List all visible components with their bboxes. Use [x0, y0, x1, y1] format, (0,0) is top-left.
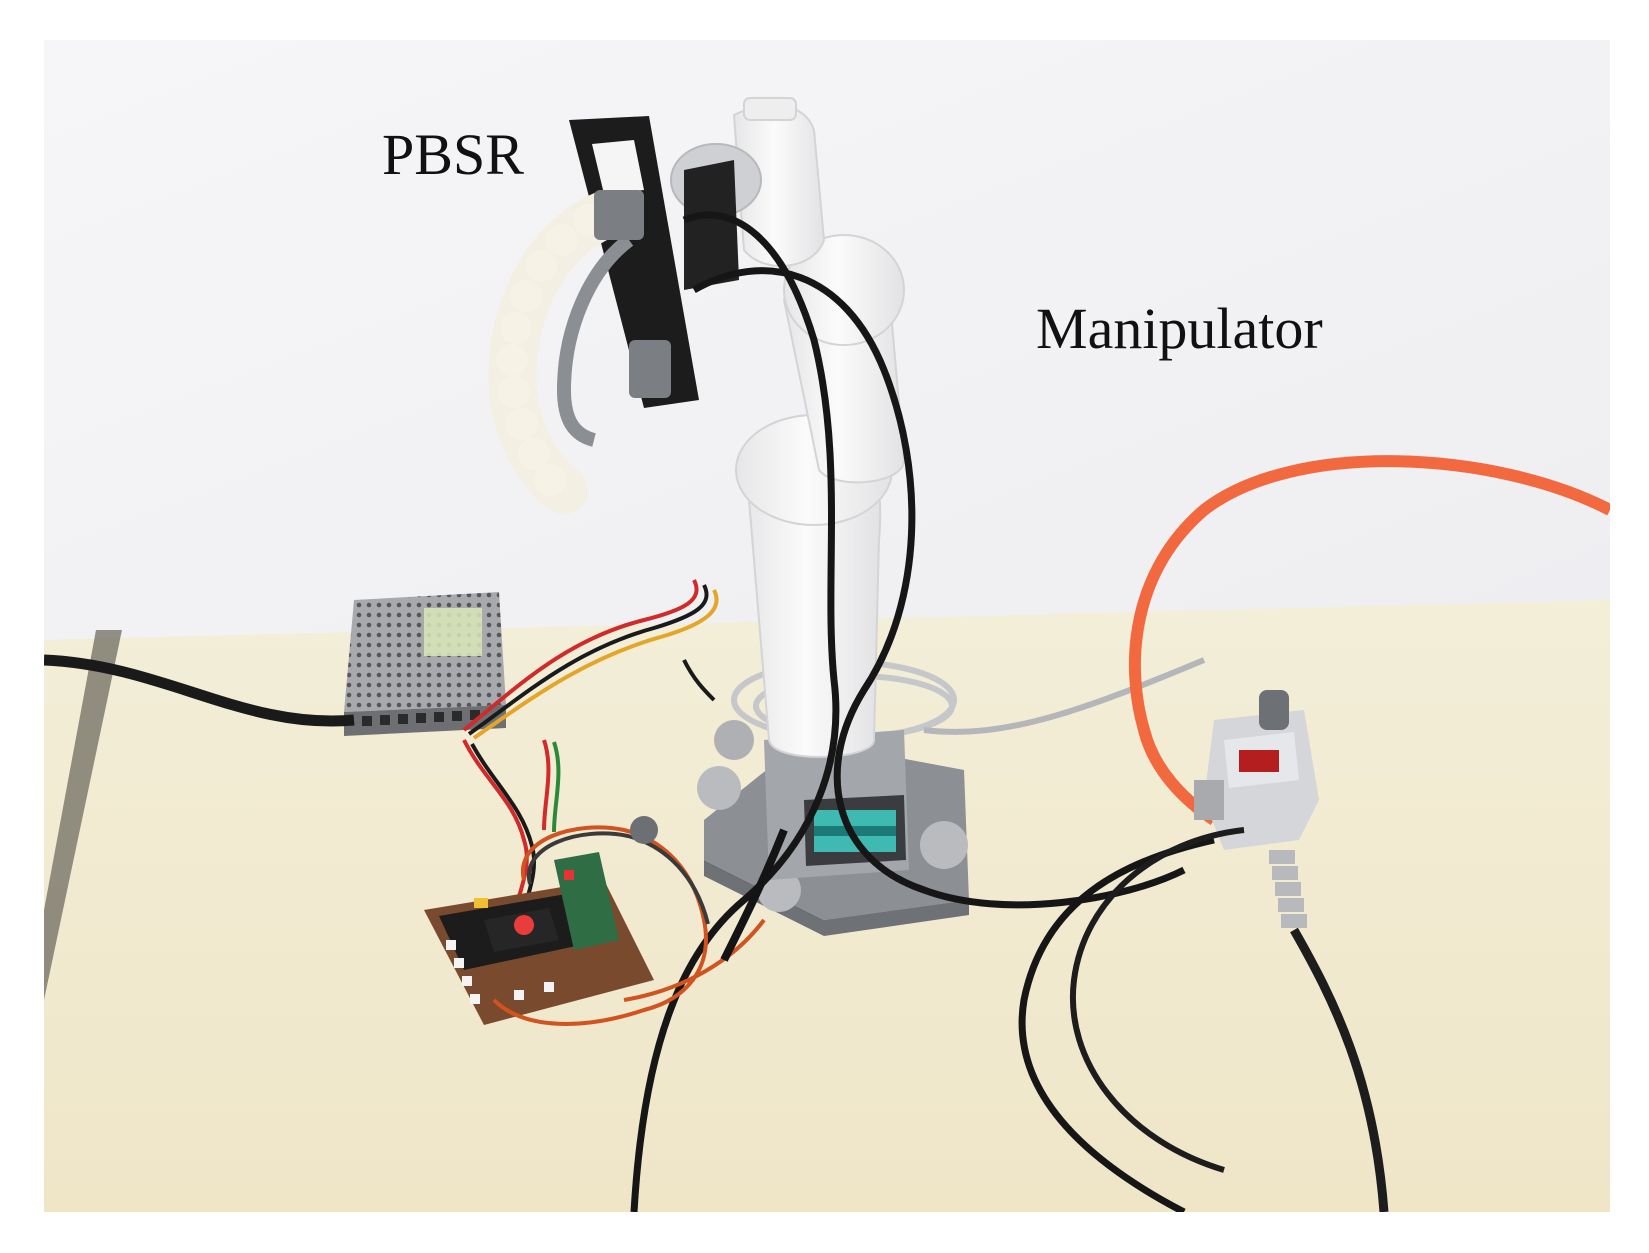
- soft-finger: [488, 190, 671, 514]
- gripper-cable: [692, 267, 1186, 909]
- gray-cable: [923, 657, 1206, 735]
- gripper-mount: [569, 116, 739, 408]
- gripper-cable-2: [630, 211, 840, 1212]
- robot-arm: [670, 97, 906, 758]
- signal-wires: [492, 825, 766, 1026]
- small-sensor: [630, 816, 658, 844]
- experiment-setup-photo: [44, 40, 1610, 1212]
- usb-cable: [720, 828, 788, 962]
- regulator-cable-2: [1290, 927, 1389, 1212]
- pressure-regulator: [1194, 690, 1319, 928]
- pbsr-label: PBSR: [382, 122, 524, 187]
- controller-board: [424, 852, 654, 1025]
- power-cord: [44, 654, 355, 727]
- manipulator-label: Manipulator: [1036, 296, 1323, 361]
- air-tube-orange: [1128, 455, 1610, 825]
- table-edge: [44, 630, 122, 1000]
- regulator-cable-3: [1069, 827, 1245, 1173]
- power-supply: [344, 592, 506, 736]
- regulator-cable-1: [1018, 836, 1215, 1212]
